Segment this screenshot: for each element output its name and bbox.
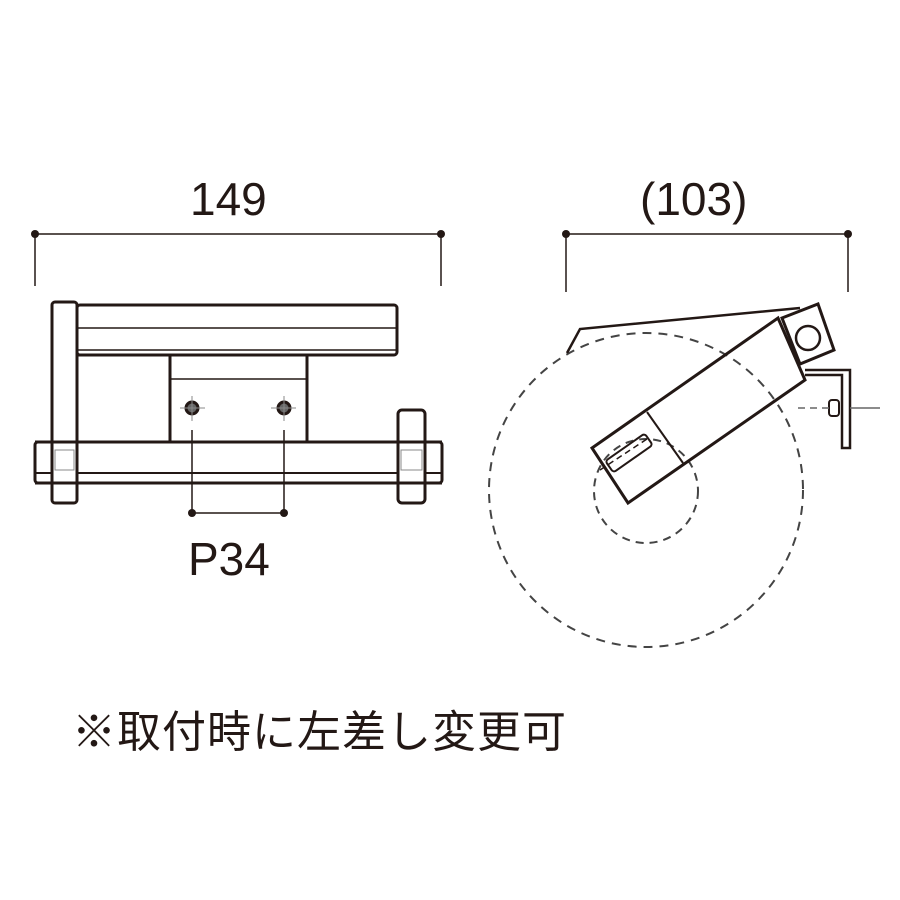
paper-roll-max-outline (488, 332, 804, 648)
base-bar (33, 440, 444, 485)
screw-holes (180, 396, 296, 421)
cover-plate (565, 306, 801, 354)
pivot-pin (794, 324, 822, 352)
arm (589, 315, 807, 506)
side-block (75, 353, 172, 444)
mount-plate (168, 353, 309, 444)
pivot-block (780, 302, 836, 366)
side-view (488, 230, 880, 648)
wall-bracket (805, 368, 852, 450)
left-post (50, 300, 79, 505)
right-post (396, 408, 427, 505)
width-dimension-label: 149 (190, 173, 267, 225)
arm-slot (605, 433, 653, 473)
depth-dimension-label: (103) (640, 173, 748, 225)
installation-note: ※取付時に左差し変更可 (72, 708, 567, 757)
roller-bar (75, 303, 399, 357)
front-view (31, 230, 445, 517)
pitch-dimension-label: P34 (188, 533, 270, 585)
